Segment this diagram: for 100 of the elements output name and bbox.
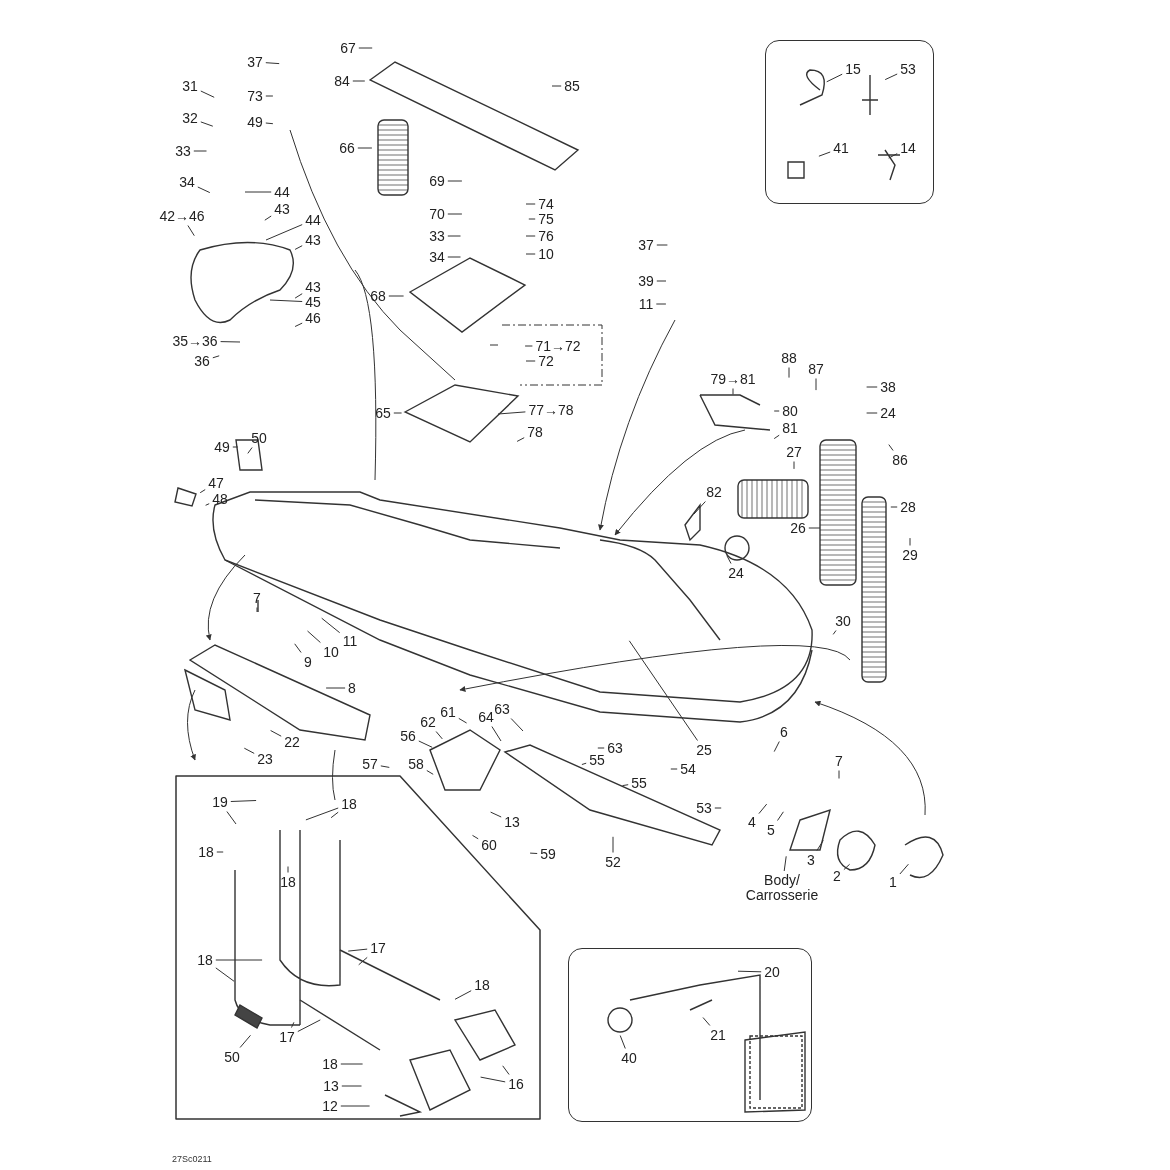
leader-line: [838, 770, 840, 779]
leader-line: [737, 970, 762, 973]
callout-number: 45: [304, 294, 322, 310]
leader-line: [816, 839, 824, 851]
callout-number: 35→36: [171, 333, 219, 349]
leader-line: [524, 345, 533, 347]
leader-line: [325, 687, 346, 689]
callout-number: 66: [338, 140, 356, 156]
callout-number: 11: [637, 296, 655, 312]
callout-number: 55: [588, 752, 606, 768]
leader-line: [199, 489, 206, 494]
callout-number: 42→46: [158, 208, 206, 224]
callout-number: 29: [901, 547, 919, 563]
callout-number: 43: [304, 279, 322, 295]
leader-line: [393, 412, 403, 414]
leader-line: [187, 225, 195, 237]
callout-number: 57: [361, 756, 379, 772]
callout-number: 18: [196, 952, 214, 968]
leader-line: [458, 717, 468, 724]
leader-line: [340, 1105, 371, 1107]
callout-number: 4: [747, 814, 757, 830]
callout-number: 80: [781, 403, 799, 419]
callout-number: 18: [473, 977, 491, 993]
callout-number: 13: [503, 814, 521, 830]
callout-number: 84: [333, 73, 351, 89]
callout-number: 72: [537, 353, 555, 369]
leader-line: [305, 807, 339, 821]
callout-number: 73: [246, 88, 264, 104]
callout-number: 20: [763, 964, 781, 980]
callout-number: 56: [399, 728, 417, 744]
leader-line: [265, 62, 280, 65]
callout-number: 68: [369, 288, 387, 304]
callout-number: 26: [789, 520, 807, 536]
leader-line: [447, 180, 463, 182]
leader-line: [220, 341, 241, 343]
leader-line: [294, 322, 303, 327]
callout-number: 13: [322, 1078, 340, 1094]
leader-line: [193, 150, 207, 152]
callout-number: 18: [279, 874, 297, 890]
leader-line: [656, 280, 667, 282]
leader-line: [200, 90, 215, 98]
leader-line: [815, 378, 817, 391]
leader-line: [294, 245, 303, 250]
leader-line: [294, 293, 303, 299]
callout-number: 17: [278, 1029, 296, 1045]
callout-number: 49: [246, 114, 264, 130]
callout-number: 14: [899, 140, 917, 156]
callout-number: 33: [174, 143, 192, 159]
leader-line: [818, 151, 831, 157]
leader-line: [243, 747, 255, 754]
callout-number: 76: [537, 228, 555, 244]
leader-line: [230, 800, 257, 802]
leader-line: [265, 122, 274, 125]
callout-number: 53: [899, 61, 917, 77]
leader-line: [215, 967, 235, 982]
callout-number: 18: [321, 1056, 339, 1072]
inset-panel: [568, 948, 812, 1122]
leader-line: [655, 303, 667, 305]
callout-number: 1: [888, 874, 898, 890]
leader-line: [497, 411, 526, 415]
callout-number: 60: [480, 837, 498, 853]
callout-number: 81: [781, 420, 799, 436]
callout-number: 31: [181, 78, 199, 94]
callout-number: 16: [507, 1076, 525, 1092]
callout-number: 44: [273, 184, 291, 200]
callout-number: 8: [347, 680, 357, 696]
leader-line: [197, 186, 211, 194]
callout-number: 47: [207, 475, 225, 491]
callout-number: 78: [526, 424, 544, 440]
leader-line: [693, 501, 706, 515]
leader-line: [212, 355, 220, 359]
callout-number: 64: [477, 709, 495, 725]
callout-number: 10: [322, 644, 340, 660]
leader-line: [788, 367, 790, 379]
leader-line: [388, 295, 405, 297]
leader-line: [510, 718, 524, 732]
callout-number: 11: [341, 633, 359, 649]
callout-number: 58: [407, 756, 425, 772]
leader-line: [256, 607, 258, 613]
leader-line: [758, 803, 768, 815]
leader-line: [247, 447, 253, 454]
leader-line: [239, 1034, 251, 1048]
leader-line: [516, 437, 525, 442]
callout-number: 21: [709, 1027, 727, 1043]
leader-line: [426, 770, 434, 775]
callout-number: 85: [563, 78, 581, 94]
callout-number: 62: [419, 714, 437, 730]
callout-number: 12: [321, 1098, 339, 1114]
callout-number: 41: [832, 140, 850, 156]
leader-line: [909, 537, 911, 546]
leader-line: [525, 360, 536, 362]
leader-line: [808, 527, 821, 529]
callout-number: 15: [844, 61, 862, 77]
callout-number: 34: [428, 249, 446, 265]
leader-line: [472, 834, 479, 840]
leader-line: [714, 807, 722, 809]
callout-number: 77→78: [527, 402, 575, 418]
leader-line: [294, 643, 302, 653]
leader-line: [884, 73, 898, 81]
callout-number: 82: [705, 484, 723, 500]
